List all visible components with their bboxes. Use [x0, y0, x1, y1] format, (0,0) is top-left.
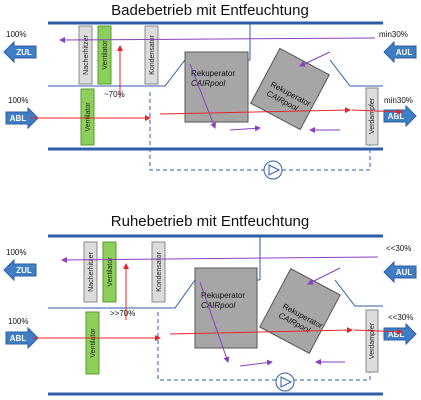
- diagram-title: Ruhebetrieb mit Entfeuchtung: [111, 213, 309, 230]
- rekuperator-1-line2: CAIRpool: [201, 301, 235, 310]
- abl-in-percent: 100%: [8, 317, 28, 326]
- refrigerant-loop: [157, 312, 371, 381]
- ventilator-top-box: [102, 241, 117, 303]
- abl-in-label: ABL: [10, 334, 27, 343]
- abl-in-percent: 100%: [8, 96, 28, 105]
- diagram-title: Badebetrieb mit Entfeuchtung: [111, 2, 309, 19]
- ventilator-bottom-box: [80, 88, 95, 146]
- arrow-right-shape: [5, 326, 39, 350]
- rekuperator-1-line1: Rekuperator: [201, 291, 245, 300]
- aul-percent: min30%: [379, 30, 408, 39]
- kondensator-box: [144, 25, 159, 85]
- rek-flow-1: [199, 281, 230, 363]
- diagram-ruhe: Ruhebetrieb mit Entfeuchtung 100% ZUL 10…: [3, 213, 417, 396]
- rek-flow-4: [299, 51, 331, 67]
- abl-out-percent: min30%: [384, 96, 413, 105]
- duct-divider-right: [334, 279, 383, 307]
- abl-out-arrow: <<30% ABL: [383, 313, 417, 346]
- rekuperator-2-box: [259, 268, 341, 354]
- arrow-left-shape: [3, 40, 37, 64]
- nacherhitzer-label: Nacherhitzer: [88, 251, 95, 291]
- abl-out-label: ABL: [388, 330, 405, 339]
- diagram-bade: Badebetrieb mit Entfeuchtung 100% ZUL 10…: [3, 2, 417, 180]
- abl-out-arrow: min30% ABL: [383, 96, 417, 128]
- aul-label: AUL: [396, 48, 413, 57]
- rek-flow-2: [229, 125, 261, 132]
- rekuperator-1-line2: CAIRpool: [191, 79, 225, 88]
- zul-label: ZUL: [16, 266, 32, 275]
- exhaust-out-flow: [351, 108, 403, 115]
- bypass-percent: ~70%: [104, 90, 125, 99]
- kondensator-label: Kondensator: [156, 251, 163, 291]
- compressor-arrow-icon: [280, 376, 293, 388]
- abl-in-arrow: 100% ABL: [5, 317, 39, 350]
- kondensator-label: Kondensator: [149, 34, 156, 74]
- main-exhaust-flow: [159, 107, 351, 115]
- abl-out-label: ABL: [388, 112, 405, 121]
- zul-percent: 100%: [6, 30, 26, 39]
- arrow-right-shape: [5, 106, 39, 130]
- ventilator-bottom-label: Ventilator: [85, 102, 92, 132]
- ventilator-bottom-box: [85, 311, 100, 375]
- arrow-right-shape: [383, 104, 417, 128]
- exhaust-out-flow: [353, 328, 403, 335]
- rek-flow-2: [239, 359, 273, 367]
- aul-arrow: <<30% AUL: [383, 244, 417, 284]
- kondensator-box: [151, 241, 166, 303]
- ventilator-top-label: Ventilator: [107, 257, 114, 287]
- refrigerant-loop: [149, 92, 371, 171]
- supply-flow: [61, 256, 379, 263]
- zul-label: ZUL: [16, 48, 32, 57]
- abl-in-arrow: 100% ABL: [5, 96, 39, 130]
- aul-label: AUL: [396, 268, 413, 277]
- zul-percent: 100%: [6, 248, 26, 257]
- nacherhitzer-box: [78, 25, 93, 85]
- abl-in-label: ABL: [10, 114, 27, 123]
- ventilator-bottom-label: Ventilator: [90, 328, 97, 358]
- arrow-left-shape: [383, 260, 417, 284]
- verdampfer-box: [365, 309, 379, 373]
- nacherhitzer-label: Nacherhitzer: [83, 34, 90, 74]
- aul-arrow: min30% AUL: [379, 30, 417, 64]
- arrow-left-shape: [383, 40, 417, 64]
- zul-arrow: 100% ZUL: [3, 248, 37, 282]
- main-exhaust-flow: [169, 327, 353, 335]
- ventilator-top-box: [97, 25, 112, 85]
- rekuperator-1-box: [194, 267, 258, 349]
- arrow-left-shape: [3, 258, 37, 282]
- verdampfer-label: Verdampfer: [369, 322, 376, 359]
- verdampfer-box: [365, 87, 379, 146]
- rekuperator-1-box: [184, 51, 249, 123]
- zul-arrow: 100% ZUL: [3, 30, 37, 64]
- nacherhitzer-box: [83, 241, 98, 303]
- rek-flow-4: [307, 267, 341, 285]
- abl-out-percent: <<30%: [388, 313, 413, 322]
- aul-percent: <<30%: [386, 244, 411, 253]
- duct-divider-right: [329, 59, 383, 87]
- supply-flow: [59, 36, 376, 43]
- ventilator-top-label: Ventilator: [102, 40, 109, 70]
- rekuperator-1-line1: Rekuperator: [191, 69, 235, 78]
- compressor-arrow-icon: [268, 164, 281, 176]
- rek-flow-1: [189, 63, 216, 129]
- bypass-percent: >>70%: [110, 309, 135, 318]
- verdampfer-label: Verdampfer: [369, 97, 376, 134]
